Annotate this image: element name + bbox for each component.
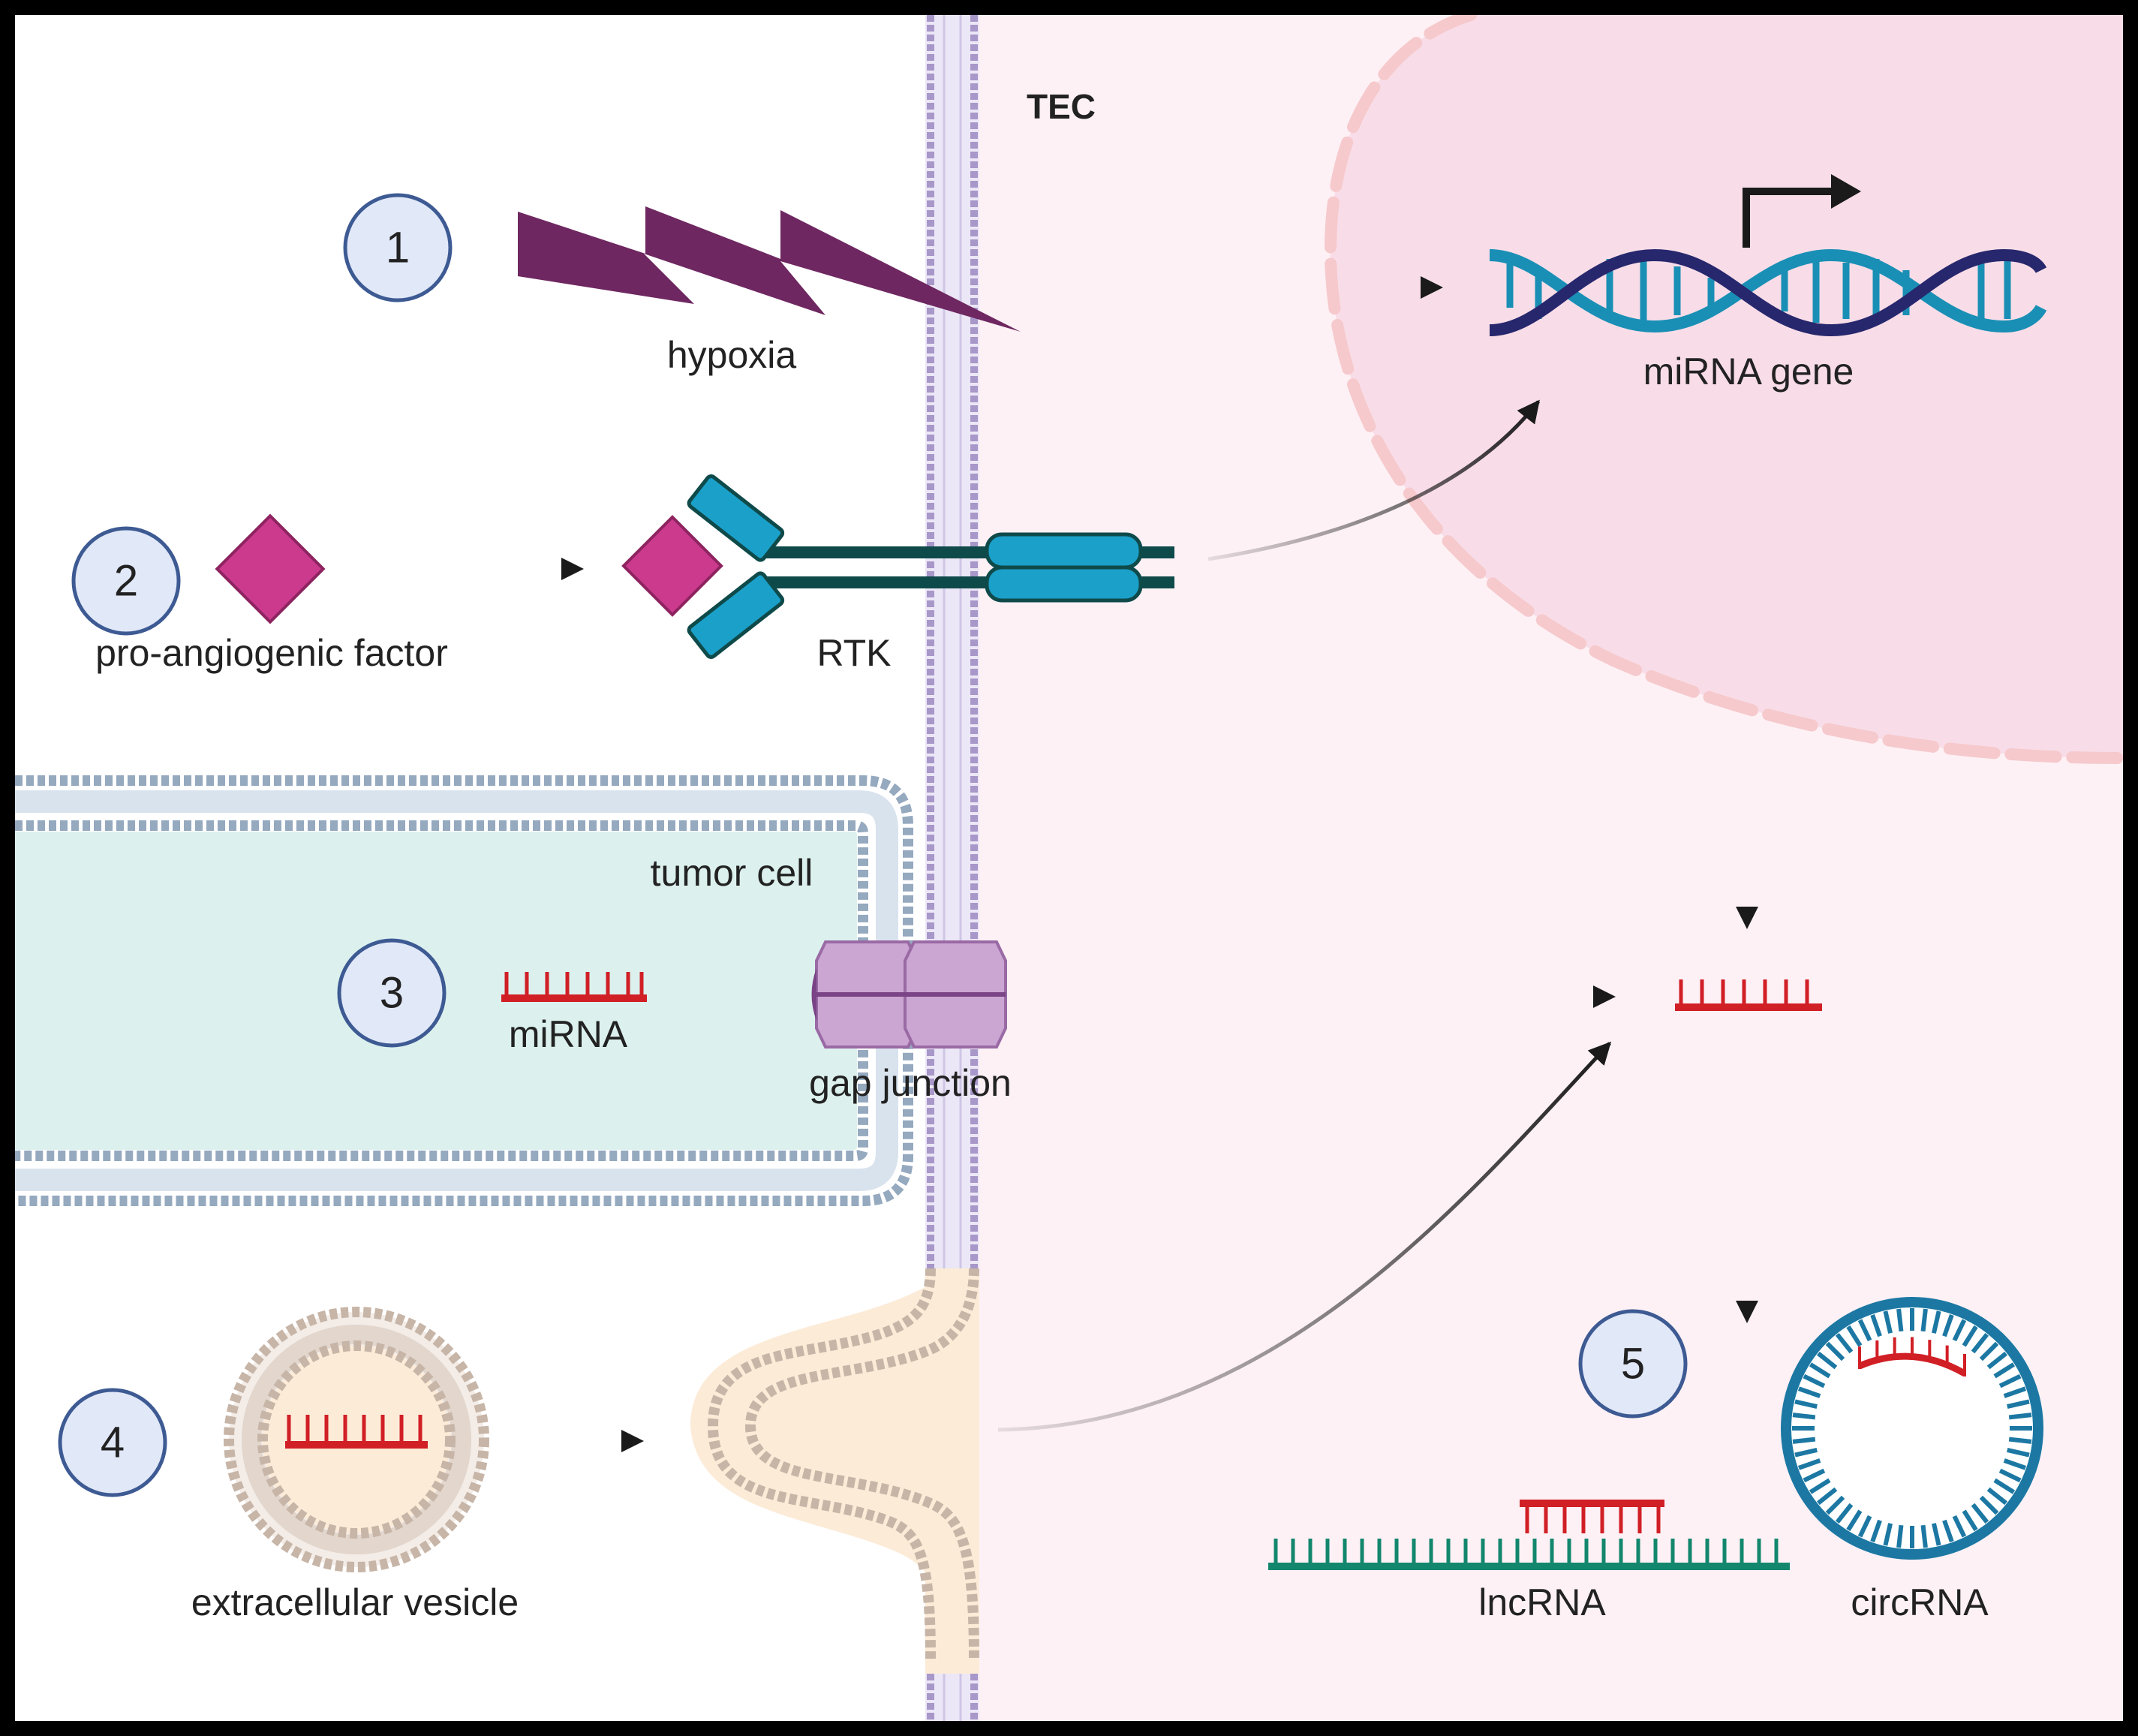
step-2: 2 xyxy=(71,526,181,636)
step-5: 5 xyxy=(1578,1309,1688,1419)
rtk-icon xyxy=(621,474,1174,659)
step-1: 1 xyxy=(343,193,453,302)
arrow-rtk-to-gene xyxy=(1207,399,1540,561)
step-1-circle xyxy=(343,193,453,302)
step-5-number: 5 xyxy=(1621,1340,1645,1388)
step-1-number: 1 xyxy=(386,224,410,272)
step-4-number: 4 xyxy=(101,1419,125,1467)
mirna-in-tumor-cell xyxy=(501,972,647,1002)
pro-angiogenic-factor-label: pro-angiogenic factor xyxy=(95,632,448,674)
dna-icon xyxy=(1489,174,2047,337)
step-3: 3 xyxy=(337,938,447,1048)
circrna-label: circRNA xyxy=(1851,1581,1989,1623)
arrow-vesicle-to-mirna xyxy=(997,1041,1612,1432)
nucleus xyxy=(1324,9,2129,764)
tumor-cell xyxy=(15,775,913,1206)
extracellular-vesicle-label: extracellular vesicle xyxy=(191,1581,519,1623)
step-5-circle xyxy=(1578,1309,1688,1419)
rtk-label: RTK xyxy=(816,632,891,674)
circrna-icon xyxy=(1781,1297,2043,1560)
tec-label: TEC xyxy=(1027,87,1096,126)
step-2-number: 2 xyxy=(114,557,138,606)
extracellular-vesicle xyxy=(224,1307,489,1572)
mirna-in-vesicle xyxy=(285,1415,428,1449)
gap-junction-icon xyxy=(811,940,1007,1049)
mirna-in-tec xyxy=(1675,979,1822,1011)
step-3-circle xyxy=(337,938,447,1048)
tumor-cell-label: tumor cell xyxy=(651,852,813,894)
gap-junction-label: gap junction xyxy=(809,1062,1012,1104)
fusing-vesicle xyxy=(690,1268,979,1674)
lncrna-icon xyxy=(1268,1500,1790,1570)
hypoxia-icon xyxy=(518,206,1021,332)
hypoxia-label: hypoxia xyxy=(667,334,797,376)
step-3-number: 3 xyxy=(380,969,404,1018)
pro-angiogenic-factor-icon xyxy=(215,513,326,624)
step-4-circle xyxy=(58,1388,167,1497)
arrows xyxy=(360,276,1758,1452)
step-4: 4 xyxy=(58,1388,167,1497)
mirna-gene-label: miRNA gene xyxy=(1643,351,1854,393)
step-2-circle xyxy=(71,526,181,636)
mirna-label: miRNA xyxy=(509,1013,628,1055)
lncrna-label: lncRNA xyxy=(1478,1581,1606,1623)
